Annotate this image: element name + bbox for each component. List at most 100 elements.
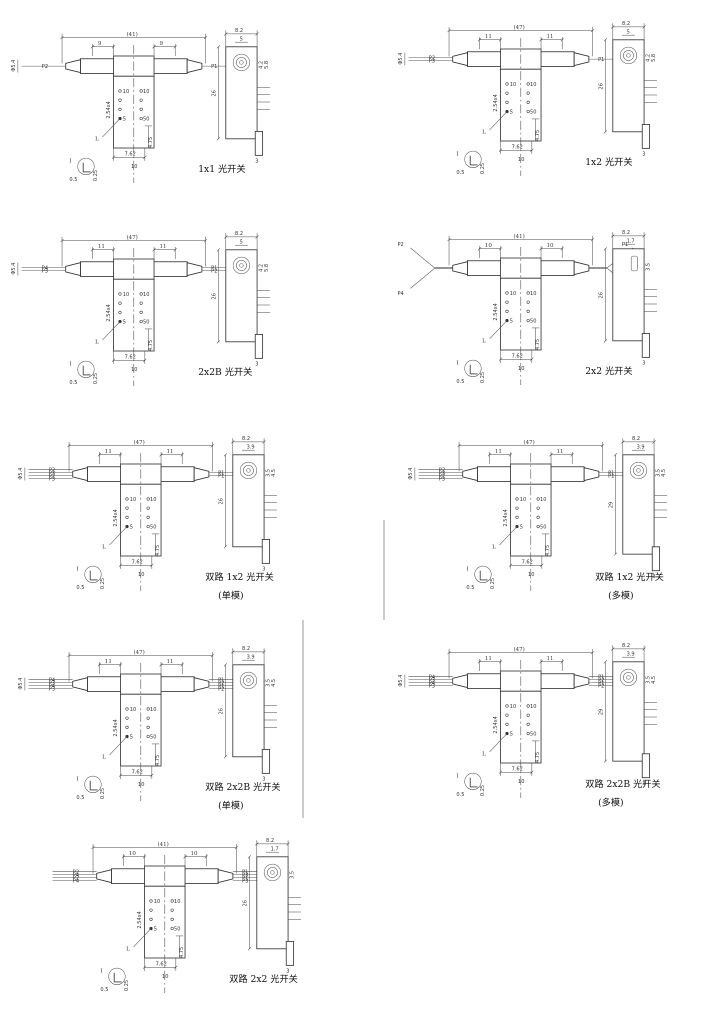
side-view-ferrule-core (246, 468, 251, 473)
dim-tick (560, 660, 564, 664)
side-inner-label: 5 (627, 29, 630, 35)
detail-height-label: 0.25 (100, 788, 106, 799)
pigtail-right-label: P1 (242, 875, 248, 881)
pin-hole (139, 319, 143, 324)
pin-mark-label: 3 (286, 969, 289, 975)
pin-hole (146, 734, 150, 739)
right-boot (186, 59, 203, 74)
side-view-ferrule-inner (243, 675, 254, 686)
pin-hole (146, 716, 150, 720)
lead-line (109, 736, 128, 756)
bottom-mark-label: 10 (528, 572, 534, 578)
pigtail-left-label: P2 (73, 875, 79, 881)
pin-hole (515, 497, 519, 501)
pin-label: 50 (540, 524, 546, 530)
side-right-dim-label: 4.2 (259, 61, 265, 69)
caption-label: 双路 2x2B 光开关 (585, 778, 660, 790)
pigtail-right-label: P1 (598, 680, 604, 686)
bottom-mark-label: 10 (162, 974, 168, 980)
dim-tick (539, 247, 543, 251)
pin-length-label: 4.75 (155, 545, 161, 556)
pigtail-left-label: P2 (398, 242, 404, 248)
dim-tick (642, 234, 646, 238)
fiber-diameter-label: Φ5.4 (18, 468, 24, 480)
side-inner-label: 1.7 (271, 846, 279, 852)
bottom-mark-label: 10 (138, 572, 144, 578)
pin-label: 5 (520, 524, 523, 530)
fiber-diameter-label: Φ5.4 (18, 678, 24, 690)
dim-tick (642, 25, 646, 29)
sleeve-right-label: 11 (167, 659, 174, 665)
dim-tick (642, 647, 646, 651)
dim-tick (477, 247, 482, 251)
dim-tick (97, 663, 102, 667)
side-view-ferrule-inner (633, 465, 644, 476)
pitch-label: 2.54x4 (493, 716, 499, 733)
detail-width-label: 0.5 (69, 177, 77, 183)
pigtail-left-label: P3 (49, 680, 55, 686)
pin-hole (536, 524, 540, 529)
side-view-body (612, 661, 645, 762)
side-view-ferrule-core (626, 675, 631, 680)
dim-tick (216, 340, 221, 344)
pigtail-right-label: P1 (218, 683, 224, 689)
pin-hole (139, 107, 143, 111)
caption-label: (单模) (218, 799, 244, 811)
pin-hole (505, 291, 509, 295)
dim-tick (143, 155, 147, 159)
dim-tick (262, 440, 266, 444)
pigtail-right-label: P2 (598, 683, 604, 689)
lead-label: L (95, 340, 99, 346)
pin-hole (118, 107, 122, 111)
pin-hole (146, 506, 150, 510)
side-view-body (612, 39, 645, 133)
detail-label: I (100, 969, 102, 975)
side-view-ferrule-inner (236, 57, 247, 68)
pigtail-right-label: P1 (608, 473, 614, 479)
dim-tick (203, 35, 208, 40)
pigtail-left-label: P2 (439, 468, 445, 474)
pitch-label: 2.54x4 (106, 101, 112, 118)
side-right-dim-label: 4.5 (271, 469, 277, 477)
dim-tick (180, 663, 184, 667)
pin-hole (526, 291, 530, 295)
side-view-ferrule-outer (239, 461, 257, 479)
side-view-ferrule-outer (629, 461, 647, 479)
dim-tick (159, 453, 163, 457)
pigtail-right-label: P1 (218, 473, 224, 479)
pigtail-left-label: P4 (49, 678, 55, 684)
pin-hole (139, 301, 143, 305)
fiber-diameter-label: Φ5.4 (11, 263, 17, 275)
side-view-ferrule-core (636, 468, 641, 473)
pin-label: 50 (150, 734, 156, 740)
pin-hole (536, 515, 540, 519)
pin-hole (505, 82, 509, 86)
dim-tick (549, 453, 553, 457)
pigtail-left-label: P3 (429, 677, 435, 683)
dim-tick (174, 965, 178, 969)
caption-label: (单模) (218, 589, 244, 601)
side-height-label: 29 (609, 502, 615, 508)
pigtail-left-label: P3 (49, 686, 55, 692)
dim-tick (286, 842, 290, 846)
side-width-label: 8.2 (266, 838, 274, 844)
dim-tick (540, 563, 544, 567)
pigtail-left-label: P2 (429, 55, 435, 61)
dim-tick (590, 650, 595, 655)
bottom-mark-label: 10 (131, 164, 137, 170)
right-boot (217, 869, 234, 884)
pigtail-left-label: P2 (49, 473, 55, 479)
dim-tick (223, 663, 228, 667)
side-view-connector (641, 333, 651, 358)
dim-tick (152, 248, 156, 252)
lead-line (133, 928, 152, 948)
sleeve-left-label: 11 (485, 656, 492, 662)
pitch-label: 2.54x4 (493, 94, 499, 111)
sleeve-right-label: 11 (160, 244, 167, 250)
pin-label: 10 (150, 707, 156, 713)
side-height-label: 26 (243, 900, 249, 906)
dim-tick (90, 248, 95, 252)
pin-hole (125, 506, 129, 510)
side-view-ferrule-core (626, 53, 631, 58)
